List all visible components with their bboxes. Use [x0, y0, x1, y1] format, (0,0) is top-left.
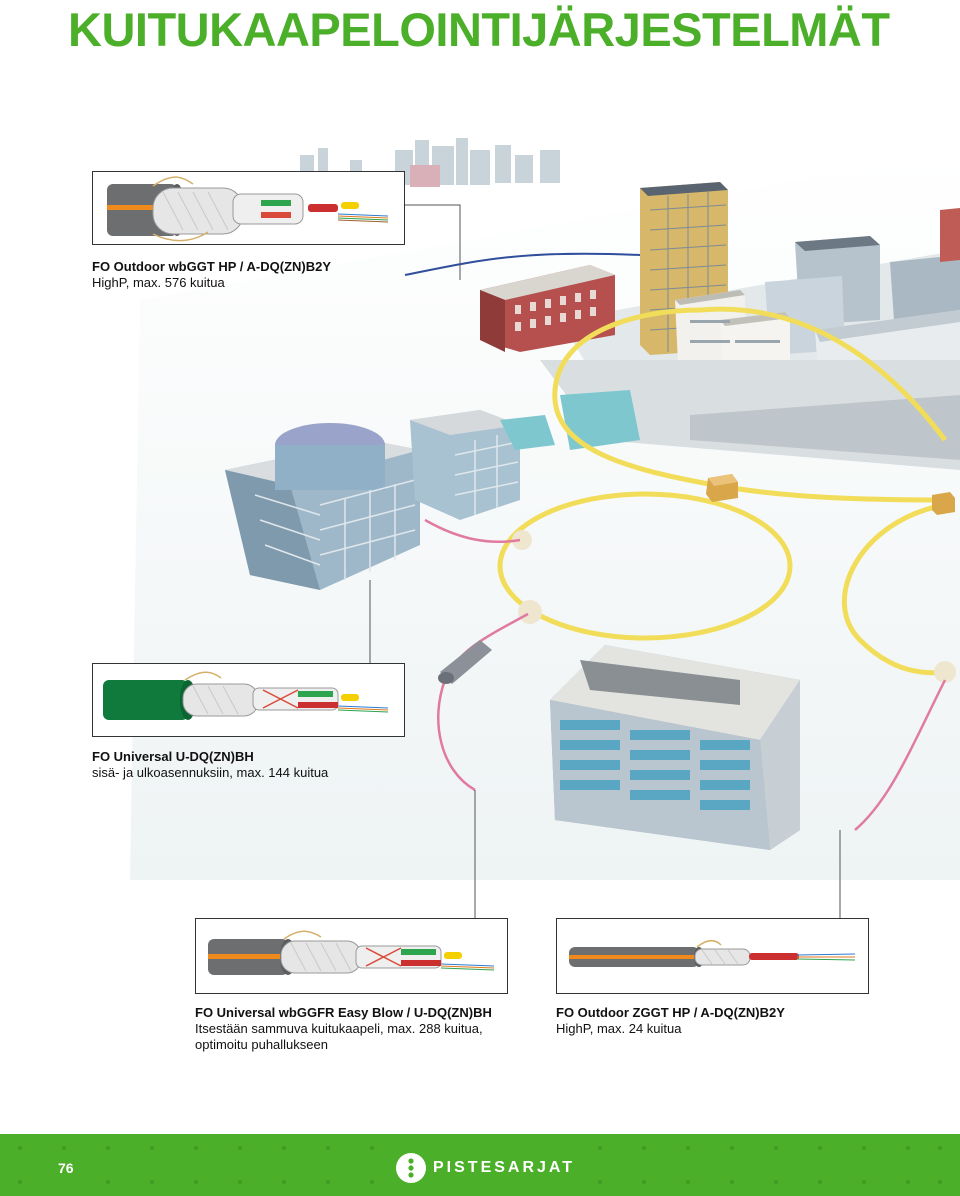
callout-lines: [369, 204, 841, 918]
product-desc-4: HighP, max. 24 kuitua: [556, 1021, 682, 1036]
product-image-box-3: [195, 918, 508, 994]
foreground-office: [550, 645, 800, 850]
product-name-2: FO Universal U-DQ(ZN)BH: [92, 749, 254, 764]
product-desc-2: sisä- ja ulkoasennuksiin, max. 144 kuitu…: [92, 765, 329, 780]
glass-office-middle: [410, 410, 555, 520]
cable-image-1: [107, 176, 389, 242]
skyline: [300, 138, 560, 187]
product-image-box-4: [556, 918, 869, 994]
cable-image-2: [103, 671, 389, 720]
product-name-1: FO Outdoor wbGGT HP / A-DQ(ZN)B2Y: [92, 259, 332, 274]
product-desc-3b: optimoitu puhallukseen: [195, 1037, 328, 1052]
brand-logo-group: PISTESARJAT: [395, 1152, 575, 1184]
backbone-link: [404, 252, 641, 276]
page-title: KUITUKAAPELOINTIJÄRJESTELMÄT: [68, 3, 890, 56]
product-image-box-2: [92, 663, 405, 737]
product-image-box-1: [92, 171, 405, 245]
junction-boxes: [512, 474, 956, 683]
product-desc-1: HighP, max. 576 kuitua: [92, 275, 225, 290]
cable-image-3: [208, 930, 495, 975]
product-name-3: FO Universal wbGGFR Easy Blow / U-DQ(ZN)…: [195, 1005, 492, 1020]
yellow-ring-network: [497, 306, 947, 676]
product-caption-3: FO Universal wbGGFR Easy Blow / U-DQ(ZN)…: [195, 1005, 492, 1053]
glass-office-left: [225, 423, 420, 590]
cable-image-4: [569, 940, 856, 967]
cable-closure: [438, 640, 492, 684]
page-footer: 76 PISTESARJAT: [0, 1134, 960, 1196]
page-number: 76: [58, 1160, 74, 1176]
pistesarjat-logo-icon: [396, 1153, 426, 1183]
product-caption-4: FO Outdoor ZGGT HP / A-DQ(ZN)B2Y HighP, …: [556, 1005, 785, 1037]
product-desc-3a: Itsestään sammuva kuitukaapeli, max. 288…: [195, 1021, 483, 1036]
footer-dot-pattern: [18, 1146, 942, 1184]
brick-building: [480, 265, 615, 352]
product-caption-2: FO Universal U-DQ(ZN)BH sisä- ja ulkoase…: [92, 749, 328, 781]
product-name-4: FO Outdoor ZGGT HP / A-DQ(ZN)B2Y: [556, 1005, 785, 1020]
brand-name: PISTESARJAT: [433, 1159, 576, 1176]
product-caption-1: FO Outdoor wbGGT HP / A-DQ(ZN)B2Y HighP,…: [92, 259, 331, 291]
